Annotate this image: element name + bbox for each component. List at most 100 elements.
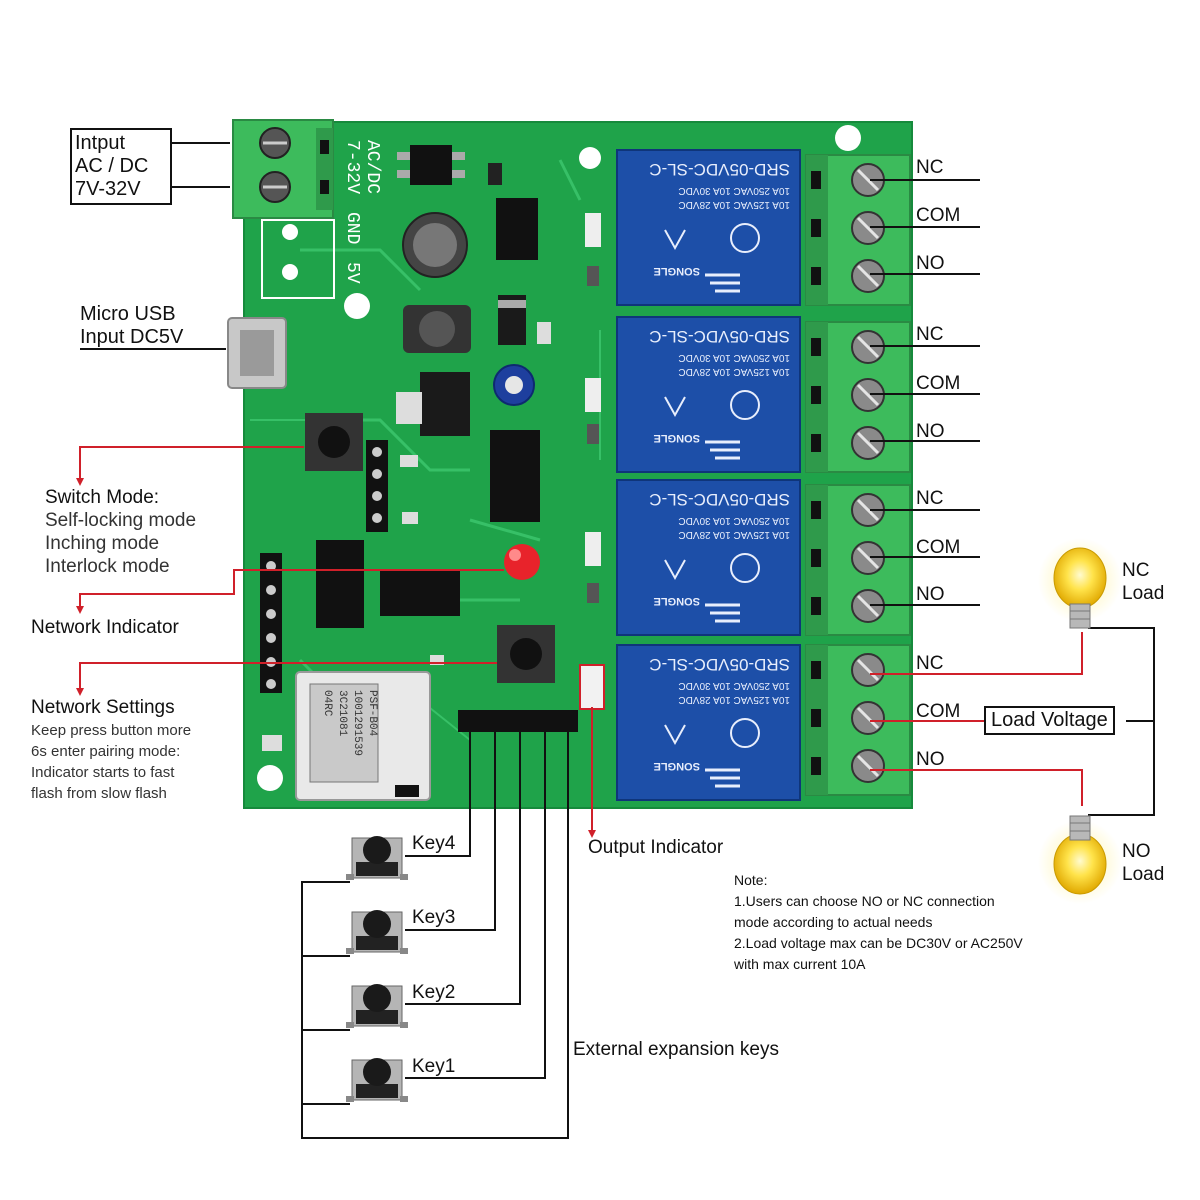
network-settings-line-4: flash from slow flash xyxy=(31,785,167,802)
relay-brand-text: SONGLE xyxy=(654,265,700,277)
network-settings-line-3: Indicator starts to fast xyxy=(31,764,175,781)
relay-rating-text: 10A 125VAC 10A 28VDC xyxy=(678,694,790,705)
ul-mark-icon xyxy=(664,724,686,746)
relay-rating-text: 10A 125VAC 10A 28VDC xyxy=(678,529,790,540)
relay-rating-text: 10A 125VAC 10A 28VDC xyxy=(678,199,790,210)
module-line-1: PSF-B04 xyxy=(366,690,378,737)
silk-5v: 5V xyxy=(342,262,362,284)
silk-gnd: GND xyxy=(342,212,362,244)
relay1-nc-label: NC xyxy=(916,157,944,178)
external-key-buttons xyxy=(346,836,408,1102)
cqc-mark-icon xyxy=(730,390,760,420)
silk-acdc: AC/DC xyxy=(362,140,382,194)
network-indicator-label: Network Indicator xyxy=(31,617,179,638)
tactile-switch-icon xyxy=(346,910,408,954)
tactile-switch-icon xyxy=(346,836,408,880)
note-line-3: 2.Load voltage max can be DC30V or AC250… xyxy=(734,935,1023,951)
cqc-mark-icon xyxy=(730,718,760,748)
module-line-4: 04RC xyxy=(321,690,333,717)
songle-logo-icon xyxy=(705,440,740,460)
relay3-com-label: COM xyxy=(916,537,961,558)
micro-usb-port xyxy=(227,317,287,389)
cqc-mark-icon xyxy=(730,223,760,253)
note-line-1: 1.Users can choose NO or NC connection xyxy=(734,893,995,909)
module-line-3: 3C21081 xyxy=(336,690,348,737)
ul-mark-icon xyxy=(664,559,686,581)
module-text: PSF-B04 1001291539 3C21081 04RC xyxy=(321,690,378,756)
output-indicator-label: Output Indicator xyxy=(588,837,724,858)
no-load-bulb xyxy=(1038,815,1122,904)
relay-model-text: SRD-05VDC-SL-C xyxy=(649,160,790,179)
switch-mode-title: Switch Mode: xyxy=(45,487,160,508)
no-load-label: NO Load xyxy=(1122,840,1164,886)
relay-group: SRD-05VDC-SL-C 10A 250VAC 10A 30VDC 10A 12… xyxy=(616,149,801,801)
key3-label: Key3 xyxy=(412,907,456,928)
nc-load-line-2: Load xyxy=(1122,583,1165,604)
tactile-switch-icon xyxy=(346,984,408,1028)
switch-mode-option-3: Interlock mode xyxy=(45,556,170,577)
key4-label: Key4 xyxy=(412,833,456,854)
switch-mode-option-1: Self-locking mode xyxy=(45,510,197,531)
external-keys-label: External expansion keys xyxy=(573,1039,779,1060)
pcb-silkscreen: AC/DC 7-32V GND 5V xyxy=(342,140,382,284)
songle-logo-icon xyxy=(705,603,740,623)
relay4-com-label: COM xyxy=(916,701,961,722)
relay-brand-text: SONGLE xyxy=(654,595,700,607)
leader-lines xyxy=(76,142,1155,1139)
usb-label-line-2: Input DC5V xyxy=(80,326,184,348)
tactile-switch-icon xyxy=(346,1058,408,1102)
relay2-com-label: COM xyxy=(916,373,961,394)
nc-load-bulb xyxy=(1038,538,1122,629)
note-title: Note: xyxy=(734,872,768,888)
switch-mode-label: Switch Mode: Self-locking mode Inching m… xyxy=(45,486,196,578)
relay2-no-label: NO xyxy=(916,421,945,442)
key1-label: Key1 xyxy=(412,1056,456,1077)
relay4-nc-label: NC xyxy=(916,653,944,674)
songle-logo-icon xyxy=(705,768,740,788)
relay-rating-text: 10A 250VAC 10A 30VDC xyxy=(678,352,790,363)
note-line-4: with max current 10A xyxy=(734,956,866,972)
network-settings-line-2: 6s enter pairing mode: xyxy=(31,743,181,760)
usb-label-line-1: Micro USB xyxy=(80,303,176,325)
no-load-line-1: NO xyxy=(1122,841,1151,862)
terminal-block-3 xyxy=(805,484,911,636)
cqc-mark-icon xyxy=(730,553,760,583)
songle-logo-icon xyxy=(705,273,740,293)
relay-model-text: SRD-05VDC-SL-C xyxy=(649,327,790,346)
relay-brand-text: SONGLE xyxy=(654,760,700,772)
network-settings-title: Network Settings xyxy=(31,697,175,718)
relay-2: SRD-05VDC-SL-C 10A 250VAC 10A 30VDC 10A 12… xyxy=(616,316,801,473)
relay1-com-label: COM xyxy=(916,205,961,226)
relay-rating-text: 10A 250VAC 10A 30VDC xyxy=(678,680,790,691)
usb-label: Micro USB Input DC5V xyxy=(80,303,183,349)
load-voltage-box: Load Voltage xyxy=(984,706,1115,735)
relay-brand-text: SONGLE xyxy=(654,432,700,444)
relay3-no-label: NO xyxy=(916,584,945,605)
switch-mode-option-2: Inching mode xyxy=(45,533,160,554)
terminal-block-1 xyxy=(805,154,911,306)
relay-model-text: SRD-05VDC-SL-C xyxy=(649,490,790,509)
input-label-line-2: AC / DC xyxy=(75,155,149,177)
relay-3: SRD-05VDC-SL-C 10A 250VAC 10A 30VDC 10A 12… xyxy=(616,479,801,636)
no-load-line-2: Load xyxy=(1122,864,1165,885)
ul-mark-icon xyxy=(664,229,686,251)
relay1-no-label: NO xyxy=(916,253,945,274)
note-block: Note: 1.Users can choose NO or NC connec… xyxy=(734,870,1023,975)
network-settings-line-1: Keep press button more xyxy=(31,722,192,739)
terminal-block-2 xyxy=(805,321,911,473)
relay3-nc-label: NC xyxy=(916,488,944,509)
relay4-no-label: NO xyxy=(916,749,945,770)
relay-rating-text: 10A 125VAC 10A 28VDC xyxy=(678,366,790,377)
note-line-2: mode according to actual needs xyxy=(734,914,933,930)
input-label-line-3: 7V-32V xyxy=(75,178,141,200)
relay-rating-text: 10A 250VAC 10A 30VDC xyxy=(678,515,790,526)
relay-model-text: SRD-05VDC-SL-C xyxy=(649,655,790,674)
input-label-box: Intput AC / DC 7V-32V xyxy=(70,128,172,205)
module-line-2: 1001291539 xyxy=(351,690,363,756)
ul-mark-icon xyxy=(664,396,686,418)
key2-label: Key2 xyxy=(412,982,456,1003)
power-terminal xyxy=(232,119,335,299)
network-settings-desc: Keep press button more 6s enter pairing … xyxy=(31,720,191,804)
